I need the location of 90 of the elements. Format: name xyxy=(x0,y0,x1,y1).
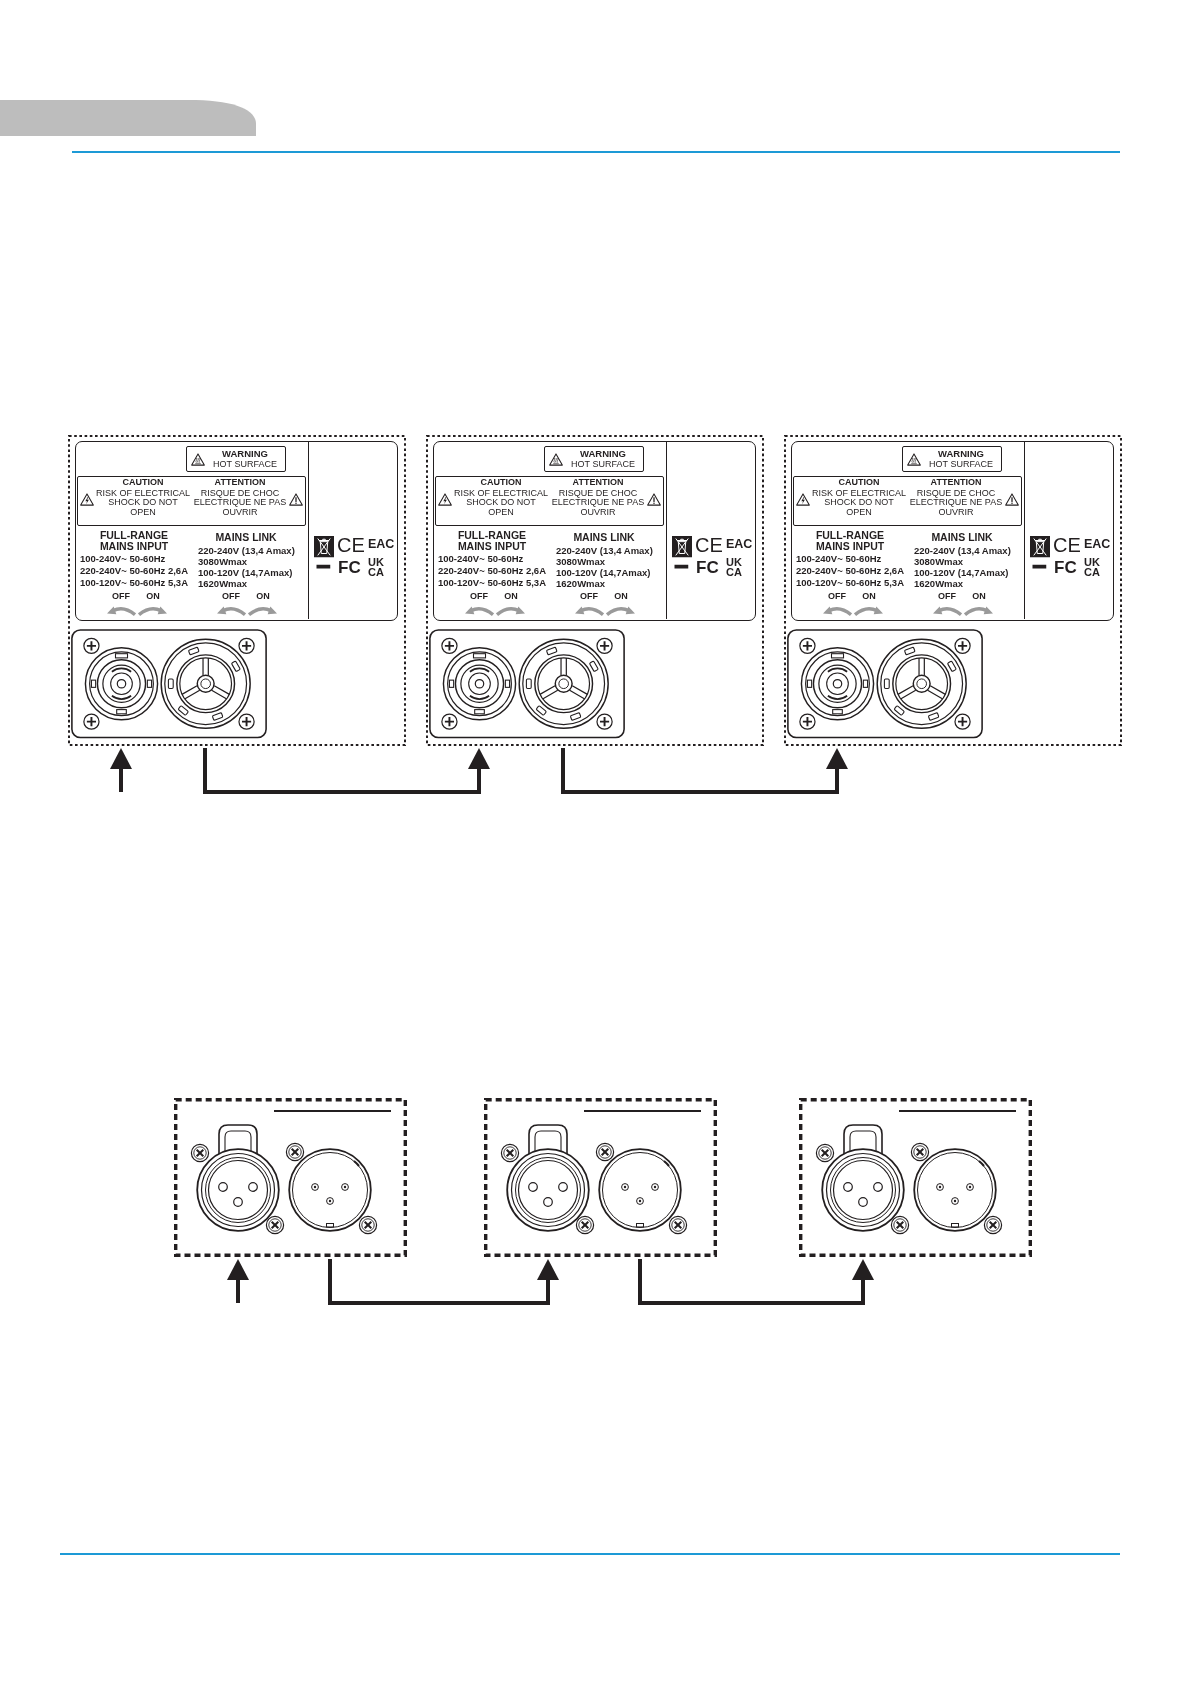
warning-text: RISK OF ELECTRICAL SHOCK DO NOT OPEN xyxy=(811,488,907,519)
rating-plate xyxy=(75,441,398,621)
rating-text: 220-240V~ 50-60Hz 2,6A xyxy=(796,566,904,577)
rating-text: 220-240V (13,4 Amax) xyxy=(556,546,653,557)
rating-text: 1620Wmax xyxy=(914,579,964,590)
rating-text: 100-240V~ 50-60Hz xyxy=(438,554,524,565)
rear-panel xyxy=(484,1098,717,1257)
rating-text: 220-240V~ 50-60Hz 2,6A xyxy=(80,566,188,577)
rating-text: 3080Wmax xyxy=(556,557,606,568)
warning-text: RISQUE DE CHOC ELECTRIQUE NE PAS OUVRIR xyxy=(551,488,645,519)
switch-label: ON xyxy=(614,592,628,602)
rating-text: 100-120V~ 50-60Hz 5,3A xyxy=(438,578,546,589)
switch-label: OFF xyxy=(938,592,956,602)
warning-text: RISQUE DE CHOC ELECTRIQUE NE PAS OUVRIR xyxy=(193,488,287,519)
arrow xyxy=(328,1259,559,1305)
rating-text: 100-120V (14,7Amax) xyxy=(556,568,651,579)
fcc-mark: FC xyxy=(338,559,361,578)
rating-text: 1620Wmax xyxy=(556,579,606,590)
warning-text: HOT SURFACE xyxy=(929,460,993,470)
switch-label: OFF xyxy=(828,592,846,602)
rating-plate xyxy=(433,441,756,621)
ukca-mark: UK CA xyxy=(368,557,385,578)
rating-text: 3080Wmax xyxy=(914,557,964,568)
eac-mark: EAC xyxy=(726,538,753,552)
arrow xyxy=(227,1259,249,1303)
fcc-mark: FC xyxy=(1054,559,1077,578)
caution-heading: ATTENTION xyxy=(930,478,982,488)
arrow xyxy=(110,748,132,792)
ukca-mark: UK CA xyxy=(726,557,743,578)
warning-text: RISK OF ELECTRICAL SHOCK DO NOT OPEN xyxy=(95,488,191,519)
caution-label xyxy=(793,476,1022,526)
warning-heading: WARNING xyxy=(938,449,984,460)
caution-heading: CAUTION xyxy=(480,478,522,488)
rating-plate xyxy=(791,441,1114,621)
ce-mark: CE xyxy=(695,534,723,556)
rating-text: 100-120V (14,7Amax) xyxy=(198,568,293,579)
warning-heading: WARNING xyxy=(580,449,626,460)
rating-text: 100-120V (14,7Amax) xyxy=(914,568,1009,579)
warning-label xyxy=(186,446,286,472)
switch-label: ON xyxy=(972,592,986,602)
switch-label: ON xyxy=(862,592,876,602)
rating-text: 100-240V~ 50-60Hz xyxy=(796,554,882,565)
warning-text: HOT SURFACE xyxy=(213,460,277,470)
eac-mark: EAC xyxy=(1084,538,1111,552)
warning-text: HOT SURFACE xyxy=(571,460,635,470)
rear-panel xyxy=(799,1098,1032,1257)
warning-text: RISK OF ELECTRICAL SHOCK DO NOT OPEN xyxy=(453,488,549,519)
warning-label xyxy=(902,446,1002,472)
caution-heading: ATTENTION xyxy=(572,478,624,488)
switch-label: OFF xyxy=(112,592,130,602)
caution-heading: CAUTION xyxy=(122,478,164,488)
caution-label xyxy=(435,476,664,526)
section-heading: FULL-RANGE MAINS INPUT xyxy=(815,530,885,551)
rating-text: 100-120V~ 50-60Hz 5,3A xyxy=(796,578,904,589)
rating-text: 3080Wmax xyxy=(198,557,248,568)
fcc-mark: FC xyxy=(696,559,719,578)
section-heading: FULL-RANGE MAINS INPUT xyxy=(99,530,169,551)
rating-text: 100-240V~ 50-60Hz xyxy=(80,554,166,565)
arrow xyxy=(203,748,490,794)
switch-label: ON xyxy=(146,592,160,602)
rating-text: 1620Wmax xyxy=(198,579,248,590)
rating-text: 220-240V (13,4 Amax) xyxy=(914,546,1011,557)
switch-label: OFF xyxy=(470,592,488,602)
ce-mark: CE xyxy=(1053,534,1081,556)
caution-label xyxy=(77,476,306,526)
rear-panel xyxy=(68,435,406,746)
switch-label: ON xyxy=(256,592,270,602)
switch-label: ON xyxy=(504,592,518,602)
warning-text: RISQUE DE CHOC ELECTRIQUE NE PAS OUVRIR xyxy=(909,488,1003,519)
rear-panel xyxy=(174,1098,407,1257)
rating-text: 220-240V~ 50-60Hz 2,6A xyxy=(438,566,546,577)
section-heading: MAINS LINK xyxy=(573,532,635,544)
section-heading: MAINS LINK xyxy=(215,532,277,544)
warning-label xyxy=(544,446,644,472)
section-heading: MAINS LINK xyxy=(931,532,993,544)
switch-label: OFF xyxy=(222,592,240,602)
ukca-mark: UK CA xyxy=(1084,557,1101,578)
eac-mark: EAC xyxy=(368,538,395,552)
caution-heading: ATTENTION xyxy=(214,478,266,488)
arrow xyxy=(638,1259,874,1305)
rear-panel xyxy=(426,435,764,746)
ce-mark: CE xyxy=(337,534,365,556)
rating-text: 220-240V (13,4 Amax) xyxy=(198,546,295,557)
caution-heading: CAUTION xyxy=(838,478,880,488)
switch-label: OFF xyxy=(580,592,598,602)
arrow xyxy=(561,748,848,794)
rear-panel xyxy=(784,435,1122,746)
rating-text: 100-120V~ 50-60Hz 5,3A xyxy=(80,578,188,589)
section-heading: FULL-RANGE MAINS INPUT xyxy=(457,530,527,551)
warning-heading: WARNING xyxy=(222,449,268,460)
